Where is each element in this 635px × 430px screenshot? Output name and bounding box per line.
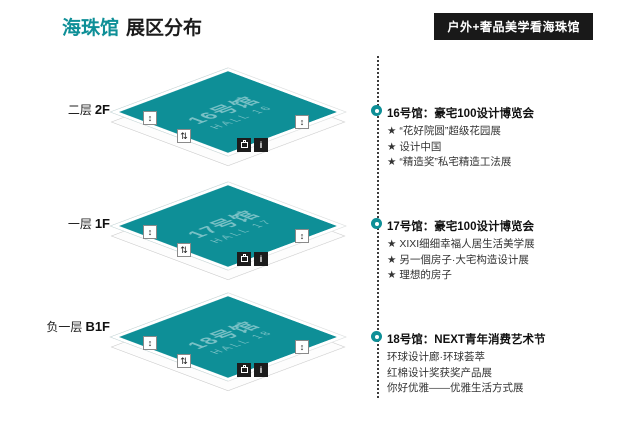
floor-label-text: 负一层	[46, 320, 83, 334]
annotation-title-row: 17号馆：豪宅100设计博览会	[366, 217, 620, 235]
hall-label: 18号馆 HALL 18	[177, 318, 279, 356]
marker-dot-icon	[371, 105, 382, 116]
luggage-glyph	[240, 254, 248, 262]
marker-dot-icon	[371, 218, 382, 229]
luggage-icon	[237, 138, 251, 152]
info-icon: i	[254, 252, 268, 266]
platform-hall-16: 16号馆 HALL 16 ↕ ⇅ i ↕	[110, 29, 346, 195]
elevator-icon: ↕	[295, 229, 309, 243]
elevator-icon: ↕	[143, 111, 157, 125]
annotation-hall-18: 18号馆：NEXT青年消费艺术节 环球设计廊·环球荟萃 红棉设计奖获奖产品展 你…	[366, 330, 620, 395]
info-icon: i	[254, 363, 268, 377]
hall-label: 16号馆 HALL 16	[177, 93, 279, 131]
marker-dot-icon	[371, 331, 382, 342]
escalator-icon: ⇅	[177, 354, 191, 368]
escalator-icon: ⇅	[177, 129, 191, 143]
platform-hall-17: 17号馆 HALL 17 ↕ ⇅ i ↕	[110, 143, 346, 309]
annotation-title-row: 16号馆：豪宅100设计博览会	[366, 104, 620, 122]
annotation-item: ★ XIXI细细幸福人居生活美学展	[387, 238, 535, 250]
annotation-item: ★ “花好院圆”超级花园展	[387, 125, 501, 137]
floor-label-text: 一层	[67, 217, 92, 231]
annotation-title: 17号馆：豪宅100设计博览会	[387, 221, 534, 233]
platform-hall-18: 18号馆 HALL 18 ↕ ⇅ i ↕	[110, 254, 346, 420]
elevator-icon: ↕	[143, 336, 157, 350]
floor-code: 1F	[94, 216, 110, 231]
annotation-item: ★ 另一個房子·大宅构造设计展	[387, 253, 529, 266]
annotation-item: 红棉设计奖获奖产品展	[387, 366, 492, 379]
page-title-primary: 海珠馆	[62, 18, 120, 39]
elevator-icon: ↕	[295, 115, 309, 129]
luggage-glyph	[240, 140, 248, 148]
elevator-icon: ↕	[143, 225, 157, 239]
luggage-icon	[237, 363, 251, 377]
annotation-item: ★ 理想的房子	[387, 269, 452, 281]
annotation-title-row: 18号馆：NEXT青年消费艺术节	[366, 330, 620, 348]
annotation-item: 环球设计廊·环球荟萃	[387, 351, 485, 363]
luggage-icon	[237, 252, 251, 266]
elevator-icon: ↕	[295, 340, 309, 354]
floor-code: 2F	[94, 102, 110, 117]
annotation-item: 你好优雅——优雅生活方式展	[387, 382, 524, 394]
floor-label-text: 二层	[67, 103, 92, 117]
annotation-item: ★ 设计中国	[387, 140, 442, 153]
annotation-hall-17: 17号馆：豪宅100设计博览会 ★ XIXI细细幸福人居生活美学展 ★ 另一個房…	[366, 217, 620, 282]
annotation-item: ★ “精造奖”私宅精造工法展	[387, 156, 512, 168]
luggage-glyph	[240, 365, 248, 373]
header-badge: 户外+奢品美学看海珠馆	[434, 13, 593, 40]
annotation-hall-16: 16号馆：豪宅100设计博览会 ★ “花好院圆”超级花园展 ★ 设计中国 ★ “…	[366, 104, 620, 169]
annotation-title: 16号馆：豪宅100设计博览会	[387, 108, 534, 120]
info-icon: i	[254, 138, 268, 152]
page-title: 海珠馆展区分布	[62, 13, 202, 40]
page-title-secondary: 展区分布	[126, 18, 203, 39]
hall-label: 17号馆 HALL 17	[177, 207, 279, 245]
floor-code: B1F	[85, 319, 110, 334]
escalator-icon: ⇅	[177, 243, 191, 257]
annotation-title: 18号馆：NEXT青年消费艺术节	[387, 334, 546, 346]
